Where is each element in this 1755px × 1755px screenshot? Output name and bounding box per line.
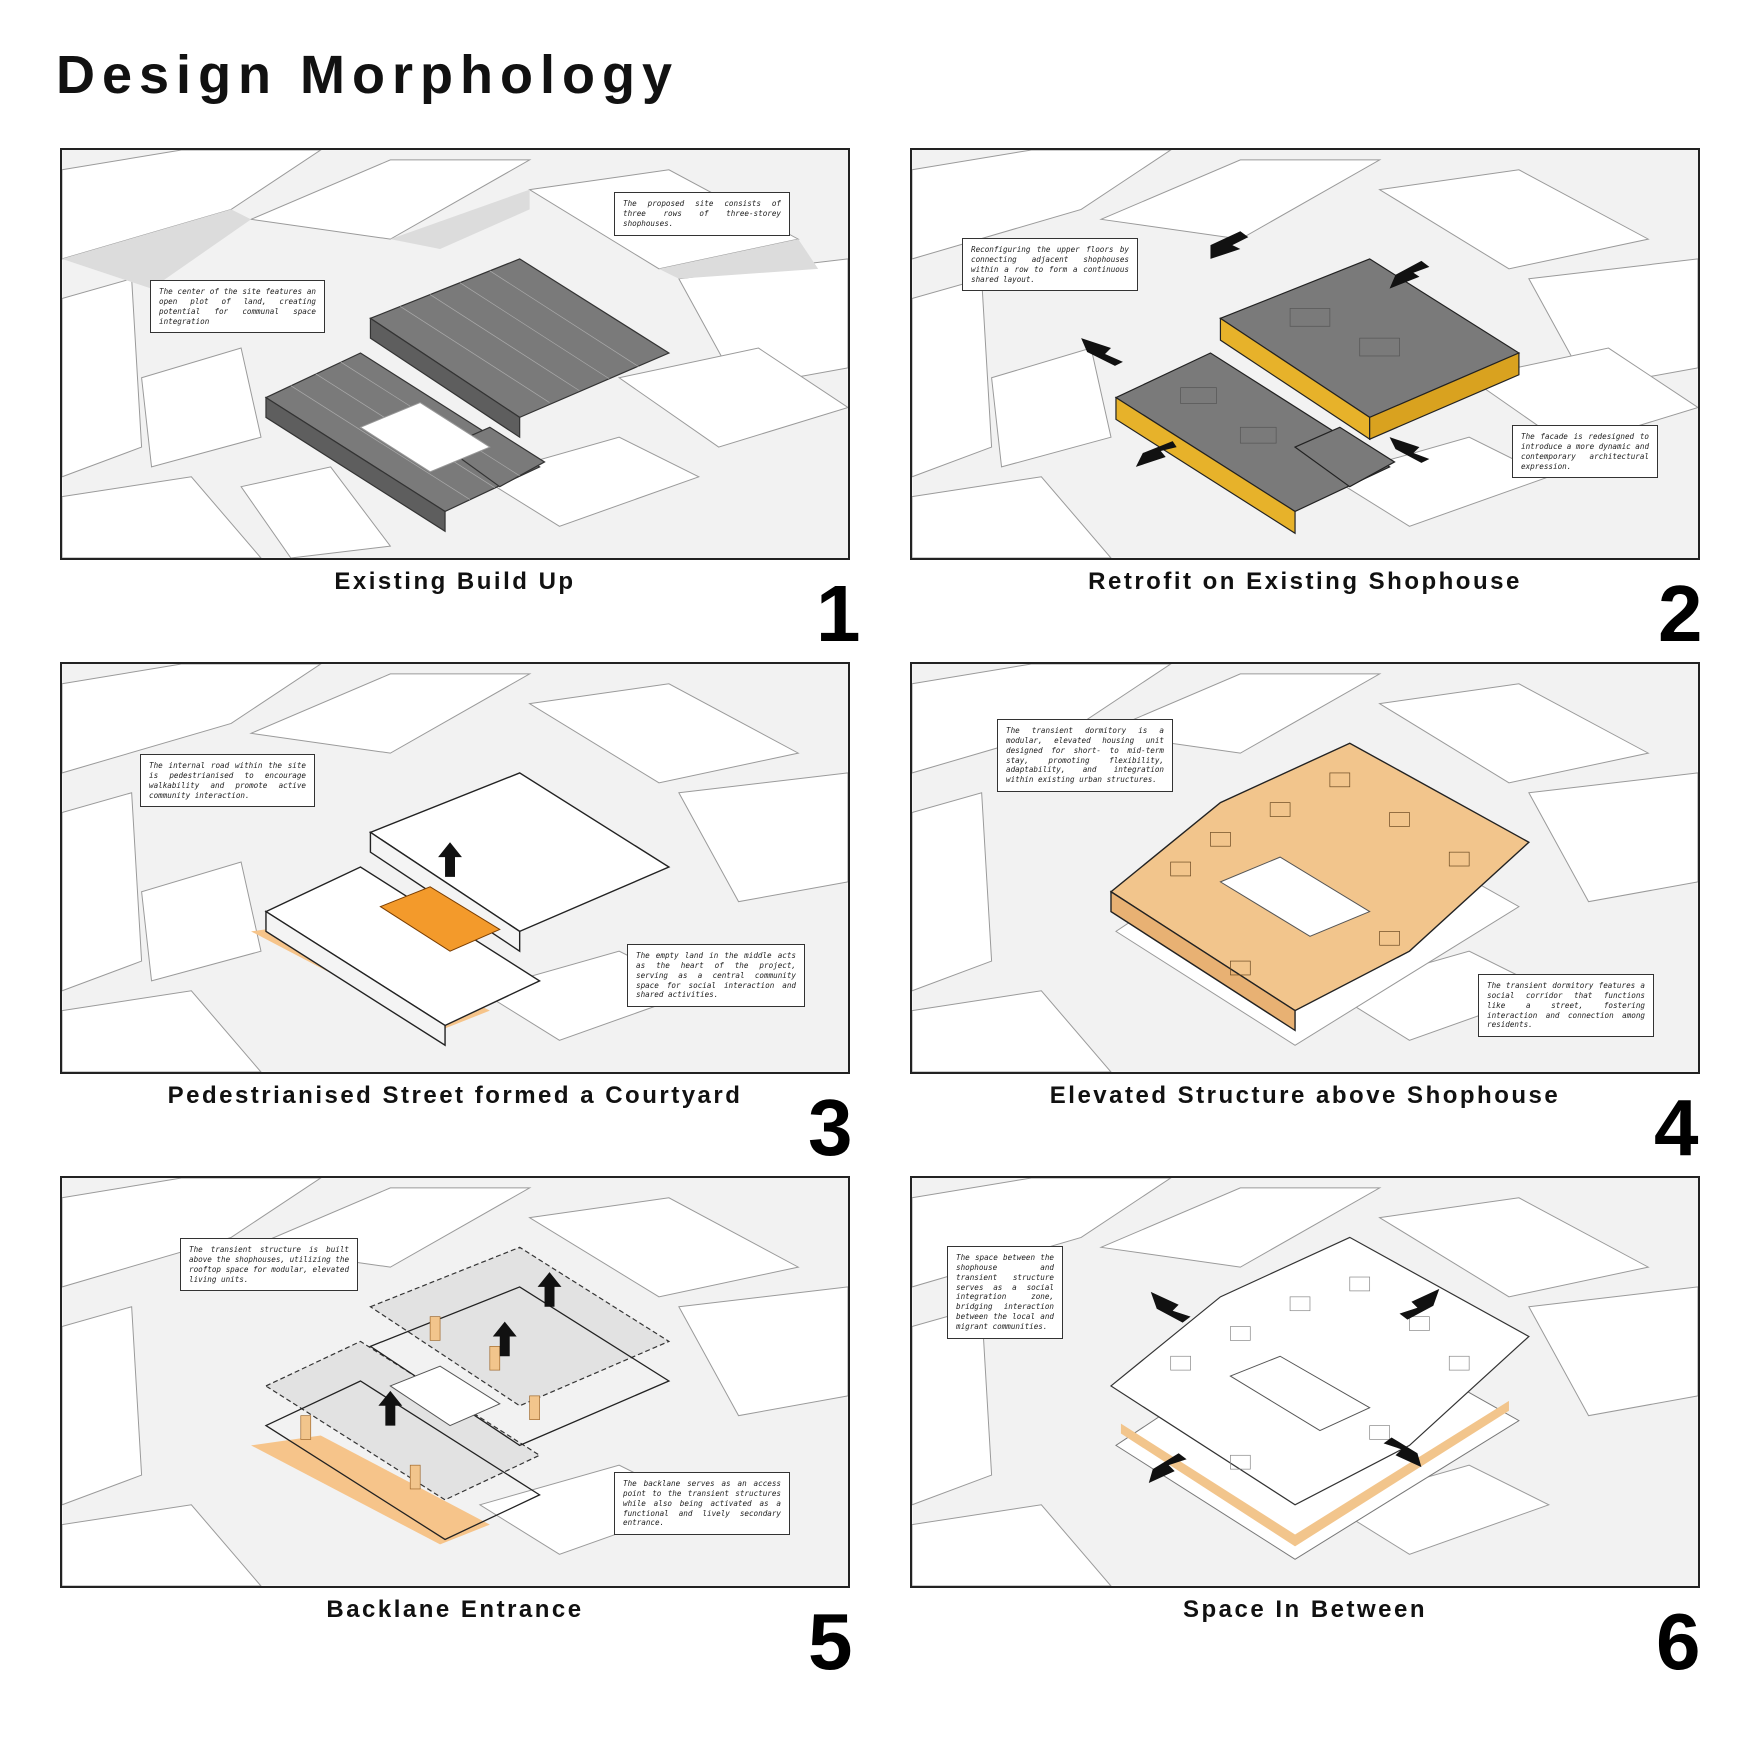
- elevated-dormitory-modules: [1109, 742, 1531, 1032]
- context-buildings: [62, 150, 848, 558]
- arrow-icon: [378, 1272, 562, 1426]
- panel-2-note-upper-floors: Reconfiguring the upper floors by connec…: [962, 238, 1138, 292]
- panel-6-diagram: The space between the shophouse and tran…: [910, 1176, 1700, 1588]
- panel-5-note-backlane: The backlane serves as an access point t…: [614, 1472, 790, 1536]
- page-title: Design Morphology: [56, 45, 679, 105]
- panel-5-note-transient-structure: The transient structure is built above t…: [180, 1238, 358, 1292]
- panel-2-caption: Retrofit on Existing Shophouse: [1088, 568, 1522, 595]
- panel-1-drawing: [62, 150, 848, 558]
- panel-6-number: 6: [1656, 1597, 1701, 1686]
- panel-2-note-facade: The facade is redesigned to introduce a …: [1512, 425, 1658, 479]
- panel-1-number: 1: [816, 569, 861, 658]
- panel-3-drawing: [62, 664, 848, 1072]
- panel-3-note-internal-road: The internal road within the site is ped…: [140, 754, 315, 808]
- panel-4-drawing: [912, 664, 1698, 1072]
- panel-2-drawing: [912, 150, 1698, 558]
- panel-4-diagram: The transient dormitory is a modular, el…: [910, 662, 1700, 1074]
- panel-1-caption: Existing Build Up: [334, 568, 576, 595]
- panel-3-number: 3: [808, 1083, 853, 1172]
- panel-6-caption: Space In Between: [1182, 1596, 1428, 1623]
- panel-1-note-center: The center of the site features an open …: [150, 280, 325, 334]
- panel-3-caption: Pedestrianised Street formed a Courtyard: [167, 1082, 743, 1109]
- panel-5-caption: Backlane Entrance: [326, 1596, 584, 1623]
- panel-3-note-empty-land: The empty land in the middle acts as the…: [627, 944, 805, 1008]
- transient-structure-outline: [264, 1246, 671, 1501]
- panel-1-diagram: The proposed site consists of three rows…: [60, 148, 850, 560]
- courtyard-void: [1219, 856, 1371, 937]
- arrow-icon: [438, 842, 462, 877]
- panel-1-note-site: The proposed site consists of three rows…: [614, 192, 790, 236]
- panel-2-diagram: Reconfiguring the upper floors by connec…: [910, 148, 1700, 560]
- courtyard: [379, 886, 501, 952]
- space-in-between: [1120, 1400, 1509, 1547]
- panel-6-drawing: [912, 1178, 1698, 1586]
- arrow-icon: [1081, 231, 1430, 467]
- panel-4-note-dormitory: The transient dormitory is a modular, el…: [997, 719, 1173, 793]
- arrow-icon: [1148, 1288, 1440, 1484]
- panel-2-number: 2: [1658, 569, 1703, 658]
- panel-5-diagram: The transient structure is built above t…: [60, 1176, 850, 1588]
- panel-4-caption: Elevated Structure above Shophouse: [1049, 1082, 1561, 1109]
- backlane: [251, 1435, 490, 1545]
- panel-4-number: 4: [1654, 1083, 1699, 1172]
- panel-5-number: 5: [808, 1597, 853, 1686]
- panel-4-note-social-corridor: The transient dormitory features a socia…: [1478, 974, 1654, 1038]
- panel-3-diagram: The internal road within the site is ped…: [60, 662, 850, 1074]
- panel-6-note-space-between: The space between the shophouse and tran…: [947, 1246, 1063, 1339]
